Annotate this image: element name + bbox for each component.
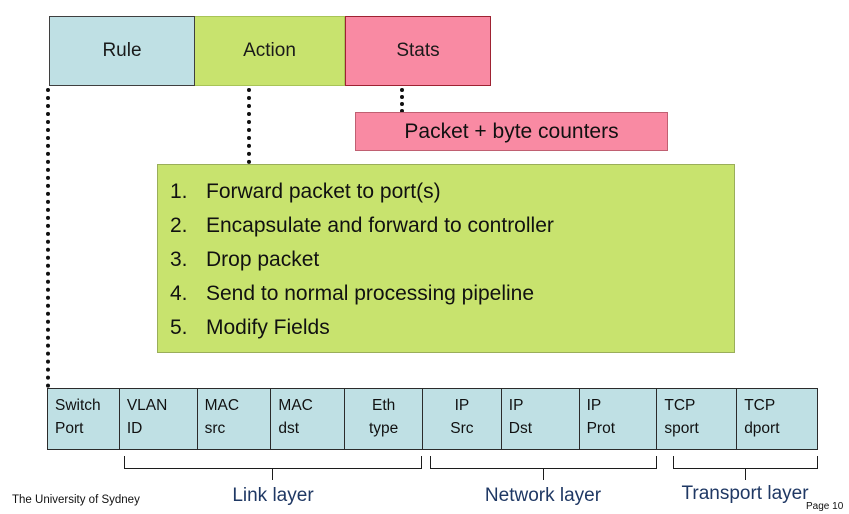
transport-layer-bracket-tick <box>745 469 746 480</box>
field-cell-switch-port[interactable]: Switch Port <box>48 389 120 449</box>
rule-box[interactable]: Rule <box>49 16 195 86</box>
list-item-number: 2. <box>170 214 188 237</box>
field-line2: sport <box>664 420 699 437</box>
transport-layer-bracket <box>673 456 818 469</box>
rule-box-label: Rule <box>102 40 142 61</box>
network-layer-bracket <box>430 456 657 469</box>
field-cell-ip-prot[interactable]: IP Prot <box>579 389 658 449</box>
field-cell-tcp-dport[interactable]: TCP dport <box>737 389 817 449</box>
list-item-number: 3. <box>170 248 188 271</box>
list-item: 5. Modify Fields <box>164 311 734 345</box>
field-line2: src <box>204 420 226 437</box>
field-line2: Dst <box>508 420 533 437</box>
footer-page-number: Page 10 <box>806 501 844 512</box>
field-line2: dst <box>278 420 300 437</box>
field-line2: dport <box>744 420 780 437</box>
list-item: 1. Forward packet to port(s) <box>164 175 734 209</box>
actions-list: 1. Forward packet to port(s) 2. Encapsul… <box>164 175 734 345</box>
action-box-label: Action <box>243 40 296 61</box>
connector-action-to-actions <box>247 88 251 164</box>
list-item-label: Modify Fields <box>206 316 330 339</box>
list-item-label: Forward packet to port(s) <box>206 180 441 203</box>
connector-rule-to-fields <box>46 88 50 388</box>
packet-byte-counters-label: Packet + byte counters <box>404 119 619 143</box>
list-item-number: 4. <box>170 282 188 305</box>
field-line2: Prot <box>586 420 616 437</box>
field-cell-tcp-sport[interactable]: TCP sport <box>657 389 738 449</box>
list-item-label: Drop packet <box>206 248 320 271</box>
field-line1: Eth <box>371 397 396 414</box>
footer-organisation: The University of Sydney <box>12 494 140 506</box>
field-line1: TCP <box>744 397 776 414</box>
field-line2: Src <box>450 420 474 437</box>
field-line1: Switch <box>55 397 101 414</box>
field-line2: Port <box>55 420 84 437</box>
list-item-label: Send to normal processing pipeline <box>206 282 535 305</box>
link-layer-label: Link layer <box>232 485 314 506</box>
field-line1: MAC <box>204 397 240 414</box>
field-line1: MAC <box>278 397 313 414</box>
field-line2: type <box>368 420 399 437</box>
field-line1: TCP <box>664 397 696 414</box>
field-cell-eth-type[interactable]: Eth type <box>345 389 424 449</box>
network-layer-bracket-tick <box>543 469 544 480</box>
list-item-label: Encapsulate and forward to controller <box>206 214 554 237</box>
network-layer-label: Network layer <box>484 485 602 506</box>
packet-header-fields-table: Switch Port VLAN ID MAC src MAC dst Eth … <box>47 388 818 450</box>
list-item: 2. Encapsulate and forward to controller <box>164 209 734 243</box>
field-line1: IP <box>454 397 470 414</box>
field-cell-ip-src[interactable]: IP Src <box>423 389 502 449</box>
list-item-number: 1. <box>170 180 188 203</box>
list-item-number: 5. <box>170 316 188 339</box>
list-item: 3. Drop packet <box>164 243 734 277</box>
field-line1: IP <box>586 397 602 414</box>
stats-box-label: Stats <box>396 40 440 61</box>
field-cell-vlan-id[interactable]: VLAN ID <box>119 389 198 449</box>
list-item: 4. Send to normal processing pipeline <box>164 277 734 311</box>
packet-byte-counters-box[interactable]: Packet + byte counters <box>355 112 668 151</box>
link-layer-bracket-tick <box>272 469 273 480</box>
connector-stats-to-counters <box>400 88 404 113</box>
field-line1: IP <box>508 397 524 414</box>
field-cell-mac-dst[interactable]: MAC dst <box>271 389 346 449</box>
field-line2: ID <box>126 420 143 437</box>
link-layer-bracket <box>124 456 422 469</box>
field-cell-mac-src[interactable]: MAC src <box>197 389 272 449</box>
actions-list-box: 1. Forward packet to port(s) 2. Encapsul… <box>157 164 735 353</box>
stats-box[interactable]: Stats <box>345 16 491 86</box>
transport-layer-label: Transport layer <box>681 483 809 504</box>
field-line1: VLAN <box>126 397 168 414</box>
action-box[interactable]: Action <box>195 16 345 86</box>
field-cell-ip-dst[interactable]: IP Dst <box>501 389 580 449</box>
